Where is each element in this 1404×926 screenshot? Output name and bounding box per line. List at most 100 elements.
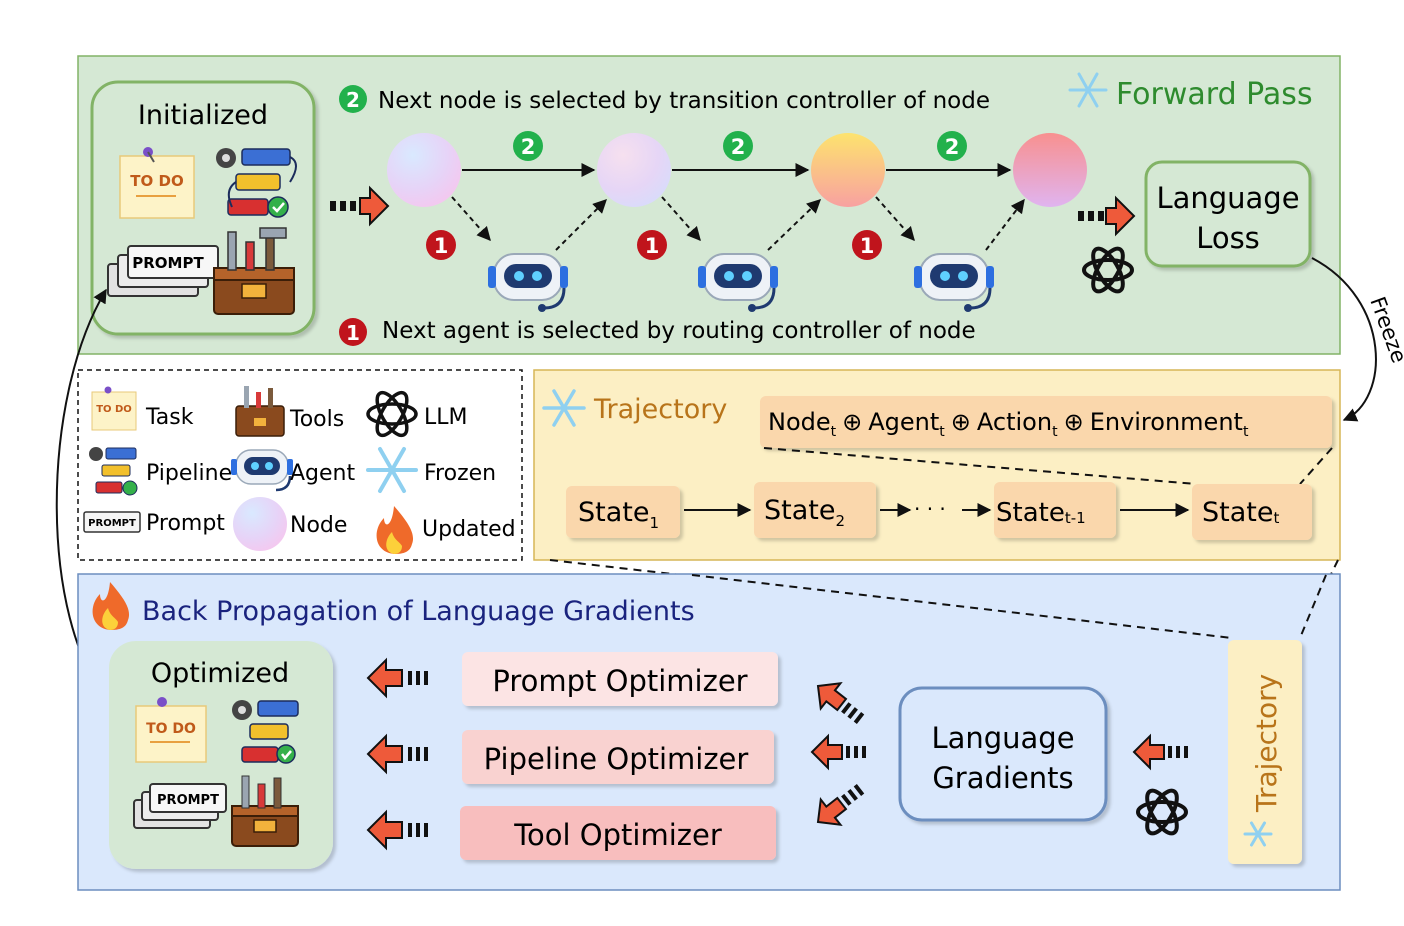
state-label-1: State1 bbox=[578, 497, 659, 532]
svg-text:TO DO: TO DO bbox=[96, 404, 132, 415]
snowflake-icon bbox=[1068, 72, 1108, 108]
prompt-icon: PROMPT bbox=[133, 783, 227, 829]
legend-tools-icon bbox=[235, 386, 285, 437]
step2-badge: 2 bbox=[513, 131, 543, 161]
language-gradients-line1: Language bbox=[931, 721, 1074, 755]
state-box-2 bbox=[754, 482, 876, 538]
trajectory-vertical-box bbox=[1228, 640, 1302, 864]
node-2 bbox=[597, 133, 671, 207]
step1-badge-legend: 1 bbox=[339, 318, 367, 346]
optimizer-output-arrow bbox=[366, 733, 428, 775]
state-box-t-minus-1 bbox=[994, 482, 1116, 538]
legend-task-icon: TO DO bbox=[91, 386, 137, 431]
optimizer-output-arrow bbox=[366, 809, 428, 851]
trajectory-formula-box bbox=[760, 396, 1332, 448]
svg-text:2: 2 bbox=[521, 135, 536, 159]
pipeline-optimizer-box bbox=[462, 730, 774, 784]
forward-input-arrow bbox=[330, 185, 390, 227]
legend-agent-icon bbox=[231, 449, 293, 492]
gradient-to-optimizer-arrow bbox=[816, 784, 865, 827]
trajectory-to-gradient-arrow bbox=[1132, 733, 1188, 771]
svg-text:2: 2 bbox=[346, 88, 360, 112]
legend-updated-label: Updated bbox=[422, 517, 516, 542]
legend-updated-icon bbox=[376, 506, 414, 554]
svg-text:2: 2 bbox=[731, 135, 746, 159]
state-label-t: Statet bbox=[1202, 497, 1279, 528]
forward-pass-title: Forward Pass bbox=[1116, 77, 1313, 112]
legend-node-label: Node bbox=[290, 513, 347, 538]
node-3 bbox=[811, 133, 885, 207]
state-box-1 bbox=[566, 486, 680, 538]
tools-icon bbox=[213, 227, 295, 315]
todo-icon-text: TO DO bbox=[130, 172, 183, 190]
step2-description: Next node is selected by transition cont… bbox=[378, 88, 990, 114]
svg-text:PROMPT: PROMPT bbox=[157, 793, 219, 808]
legend-llm-label: LLM bbox=[424, 405, 468, 430]
state-box-t bbox=[1192, 484, 1312, 540]
node-1 bbox=[387, 133, 461, 207]
tools-icon bbox=[231, 775, 299, 847]
snowflake-icon bbox=[1243, 821, 1273, 847]
agent-icon bbox=[488, 253, 568, 312]
svg-text:1: 1 bbox=[645, 234, 660, 258]
step1-badge: 1 bbox=[852, 230, 882, 260]
gradient-to-optimizer-arrow bbox=[810, 733, 866, 771]
tool-optimizer-box bbox=[460, 806, 776, 860]
agent-icon bbox=[914, 253, 994, 312]
agent-icon bbox=[698, 253, 778, 312]
prompt-icon: PROMPT bbox=[107, 245, 219, 297]
legend-llm-icon bbox=[366, 390, 418, 438]
pipeline-icon bbox=[216, 148, 297, 218]
step2-badge: 2 bbox=[937, 131, 967, 161]
svg-text:PROMPT: PROMPT bbox=[88, 518, 136, 529]
state-label-2: State2 bbox=[764, 495, 845, 530]
llm-icon bbox=[1082, 246, 1134, 294]
legend-frozen-label: Frozen bbox=[424, 461, 496, 486]
svg-text:1: 1 bbox=[346, 321, 360, 345]
legend-node-icon bbox=[233, 497, 287, 551]
fire-icon bbox=[92, 582, 130, 630]
todo-icon: TO DO bbox=[119, 147, 195, 219]
step2-badge-legend: 2 bbox=[339, 85, 367, 113]
initialized-label: Initialized bbox=[138, 100, 268, 131]
language-loss-line2: Loss bbox=[1196, 221, 1260, 255]
tool-optimizer-label: Tool Optimizer bbox=[513, 818, 722, 852]
legend-agent-label: Agent bbox=[290, 461, 355, 486]
pipeline-icon bbox=[232, 700, 299, 764]
pipeline-optimizer-label: Pipeline Optimizer bbox=[484, 742, 749, 776]
trajectory-link-lines-lower bbox=[691, 574, 1327, 639]
backprop-title: Back Propagation of Language Gradients bbox=[142, 596, 695, 627]
legend-prompt-icon: PROMPT bbox=[83, 511, 141, 533]
language-gradients-line2: Gradients bbox=[932, 761, 1073, 795]
legend-task-label: Task bbox=[145, 405, 194, 430]
optimized-label: Optimized bbox=[151, 658, 289, 689]
step1-description: Next agent is selected by routing contro… bbox=[382, 318, 976, 344]
optimizer-output-arrow bbox=[366, 657, 428, 699]
svg-text:1: 1 bbox=[434, 234, 449, 258]
state-label-t-minus-1: Statet-1 bbox=[996, 498, 1086, 528]
svg-text:TO DO: TO DO bbox=[146, 721, 196, 737]
step2-badge: 2 bbox=[723, 131, 753, 161]
prompt-optimizer-box bbox=[462, 652, 778, 706]
routing-arrows bbox=[451, 196, 1025, 251]
legend-tools-label: Tools bbox=[289, 407, 344, 432]
language-gradients-box bbox=[898, 686, 1108, 822]
node-4 bbox=[1013, 133, 1087, 207]
step1-badge: 1 bbox=[637, 230, 667, 260]
state-ellipsis: · · · bbox=[914, 497, 946, 521]
prompt-optimizer-label: Prompt Optimizer bbox=[492, 664, 747, 698]
legend-box bbox=[77, 369, 523, 561]
svg-text:1: 1 bbox=[860, 234, 875, 258]
legend-pipeline-label: Pipeline bbox=[146, 461, 232, 486]
language-loss-line1: Language bbox=[1156, 181, 1299, 215]
legend-pipeline-icon bbox=[89, 447, 138, 496]
step1-badge: 1 bbox=[426, 230, 456, 260]
loss-input-arrow bbox=[1078, 195, 1136, 237]
trajectory-formula: Nodet⊕Agentt⊕Actiont⊕Environmentt bbox=[768, 408, 1249, 440]
legend-prompt-label: Prompt bbox=[146, 511, 225, 536]
prompt-icon-text: PROMPT bbox=[132, 254, 204, 272]
language-loss-box bbox=[1144, 160, 1312, 268]
todo-icon: TO DO bbox=[135, 697, 207, 763]
freeze-arrow bbox=[1311, 257, 1377, 422]
